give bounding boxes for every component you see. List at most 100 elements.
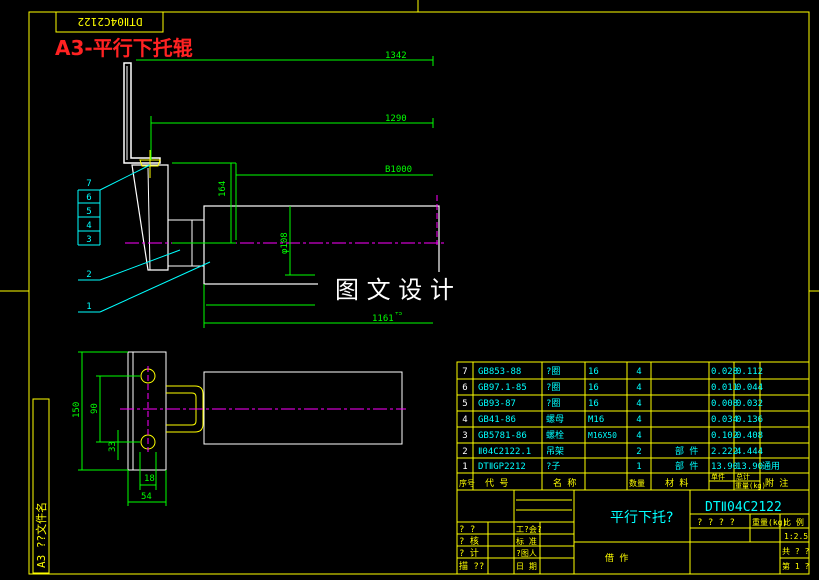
- dim-164: 164: [218, 181, 228, 197]
- bom-cell: 4: [636, 399, 641, 409]
- dim-1161: 1161: [372, 314, 394, 324]
- bom-cell: 13.90: [711, 462, 738, 472]
- bom-cell: 0.044: [736, 383, 763, 393]
- bom-cell: 4: [462, 415, 467, 425]
- title-mid-row: ?图人: [516, 549, 537, 558]
- callout-2: 2: [86, 270, 91, 280]
- bom-cell: 0.408: [736, 431, 763, 441]
- outer-frame: [28, 11, 810, 575]
- dim-18: 18: [144, 474, 155, 484]
- callout-column: [77, 164, 211, 313]
- title-mid-row: 日 期: [516, 562, 537, 571]
- dim-1342: 1342: [385, 51, 407, 61]
- top-bracket: [127, 351, 167, 471]
- bom-cell: 16: [588, 367, 599, 377]
- bom-cell: 螺栓: [546, 429, 564, 441]
- title-block-grid: [456, 489, 810, 575]
- dim-150: 150: [72, 402, 82, 418]
- title-left-row: ? 计: [459, 547, 479, 559]
- title-scale-label: 比 例: [783, 517, 804, 527]
- bom-cell: 0.008: [711, 399, 738, 409]
- bom-cell: 16: [588, 399, 599, 409]
- bom-cell: 0.034: [711, 415, 738, 425]
- title-mid-row: 工?会?: [516, 524, 542, 534]
- title-mid-row: 标 准: [516, 536, 537, 546]
- bom-cell: 1: [462, 462, 467, 472]
- title-label-a: ? ? ? ?: [697, 518, 735, 528]
- bom-cell: GB5781-86: [478, 431, 527, 441]
- bracket-edge: [147, 167, 151, 271]
- bom-cell: 16: [588, 383, 599, 393]
- bom-cell: GB97.1-85: [478, 383, 527, 393]
- bom-cell: 0.102: [711, 431, 738, 441]
- bom-cell: 0.011: [711, 383, 738, 393]
- bom-cell: 4: [636, 383, 641, 393]
- side-label-box: [32, 398, 50, 574]
- bom-cell: 0.028: [711, 367, 738, 377]
- dim-1161-tol: +5: [395, 310, 403, 317]
- bom-header: 附 注: [765, 477, 788, 489]
- rotated-code: DTⅡ04C2122: [77, 15, 142, 28]
- side-label: A3 ??文件名: [34, 502, 48, 568]
- bom-cell: 2.222: [711, 447, 738, 457]
- bom-header: 代 号: [485, 478, 508, 489]
- callout-3: 3: [86, 235, 91, 245]
- bom-cell: 部 件: [675, 460, 698, 472]
- bom-header: 序号: [459, 478, 475, 488]
- bom-rows: 7 GB853-88 ?圈 16 4 0.028 0.112 6 GB97.1-…: [459, 366, 788, 490]
- drawing-title: A3-平行下托辊: [55, 36, 193, 60]
- bom-header: 总计: [736, 472, 750, 481]
- title-sheets: 共 ? ?: [782, 547, 809, 556]
- bom-cell: DTⅡGP2212: [478, 462, 526, 472]
- bom-cell: 0.112: [736, 367, 763, 377]
- title-code: DTⅡ04C2122: [705, 500, 782, 515]
- title-name: 平行下托?: [610, 510, 673, 526]
- dim-54: 54: [141, 492, 152, 502]
- title-weight: 重量(kg): [752, 517, 787, 527]
- bom-header: 单件: [711, 472, 725, 481]
- bom-cell: ?圈: [546, 366, 560, 377]
- bom-cell: 5: [462, 399, 467, 409]
- dim-phi108: φ108: [280, 232, 290, 254]
- angle-steel: [123, 62, 161, 164]
- title-scale: 1:2.5: [784, 532, 808, 541]
- title-archive: 借 作: [605, 552, 628, 564]
- bom-cell: ?子: [546, 461, 560, 472]
- bom-cell: 4.444: [736, 447, 763, 457]
- dim-33: 33: [108, 441, 118, 452]
- bom-cell: 2: [462, 447, 467, 457]
- bom-cell: 7: [462, 367, 467, 377]
- bracket: [131, 164, 169, 271]
- bom-cell: 0.136: [736, 415, 763, 425]
- bom-cell: GB93-87: [478, 399, 516, 409]
- title-left-row: ? 核: [459, 535, 479, 547]
- dim-b1000: B1000: [385, 165, 412, 175]
- bom-header: 数量: [629, 478, 645, 488]
- code-box: [55, 11, 164, 33]
- watermark-bg: [318, 272, 498, 312]
- bom-cell: GB853-88: [478, 367, 521, 377]
- bom-cell: 螺母: [546, 414, 564, 425]
- bom-cell: 部 件: [675, 445, 698, 457]
- watermark: 图 文 设 计: [335, 276, 454, 304]
- bom-cell: 6: [462, 383, 467, 393]
- bom-cell: 4: [636, 415, 641, 425]
- bom-cell: ?圈: [546, 382, 560, 393]
- callout-4: 4: [86, 221, 91, 231]
- callout-5: 5: [86, 207, 91, 217]
- callout-7: 7: [86, 179, 91, 189]
- bolt-head: [139, 159, 161, 167]
- bom-cell: 0.032: [736, 399, 763, 409]
- bom-cell: Ⅱ04C2122.1: [478, 447, 531, 457]
- title-left-row: ? ?: [459, 525, 475, 535]
- bom-header: 重量(kg): [735, 482, 766, 490]
- title-left-row: 描 ??: [459, 560, 484, 572]
- bom-cell: ?圈: [546, 398, 560, 409]
- bom-header: 名 称: [553, 477, 576, 489]
- bom-cell: 吊架: [546, 446, 564, 457]
- bom-cell: M16: [588, 415, 604, 425]
- dim-1290: 1290: [385, 114, 407, 124]
- top-roller: [203, 371, 403, 445]
